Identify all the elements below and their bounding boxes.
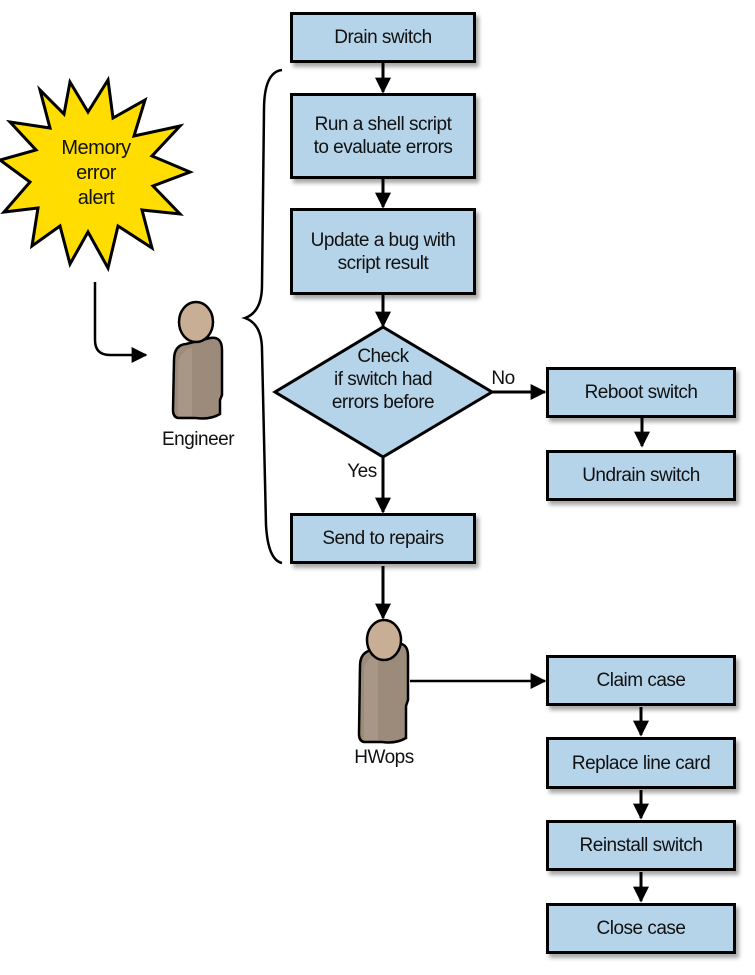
step-send-to-repairs[interactable]: Send to repairs	[290, 513, 476, 564]
step-reboot-switch[interactable]: Reboot switch	[546, 367, 736, 418]
engineer-person-icon	[171, 300, 224, 420]
decision-no-label: No	[491, 368, 515, 389]
step-reinstall-switch[interactable]: Reinstall switch	[546, 820, 736, 871]
decision-diamond	[272, 325, 495, 459]
step-undrain-switch[interactable]: Undrain switch	[546, 450, 736, 501]
step-drain-switch[interactable]: Drain switch	[290, 12, 476, 63]
alert-starburst-icon	[0, 75, 195, 273]
hwops-person-icon	[357, 618, 410, 744]
alert-to-engineer-arrow	[93, 282, 148, 363]
engineer-label: Engineer	[161, 429, 235, 450]
step-run-shell-script[interactable]: Run a shell script to evaluate errors	[290, 93, 476, 179]
decision-text: Check if switch had errors before	[331, 346, 435, 413]
engineer-scope-brace	[241, 68, 283, 565]
step-replace-line-card[interactable]: Replace line card	[546, 737, 736, 789]
decision-yes-label: Yes	[347, 461, 377, 482]
step-update-bug[interactable]: Update a bug with script result	[290, 208, 476, 295]
step-close-case[interactable]: Close case	[546, 903, 736, 954]
step-claim-case[interactable]: Claim case	[546, 655, 736, 706]
hwops-label: HWops	[354, 747, 414, 768]
alert-text: Memory error alert	[61, 137, 131, 209]
